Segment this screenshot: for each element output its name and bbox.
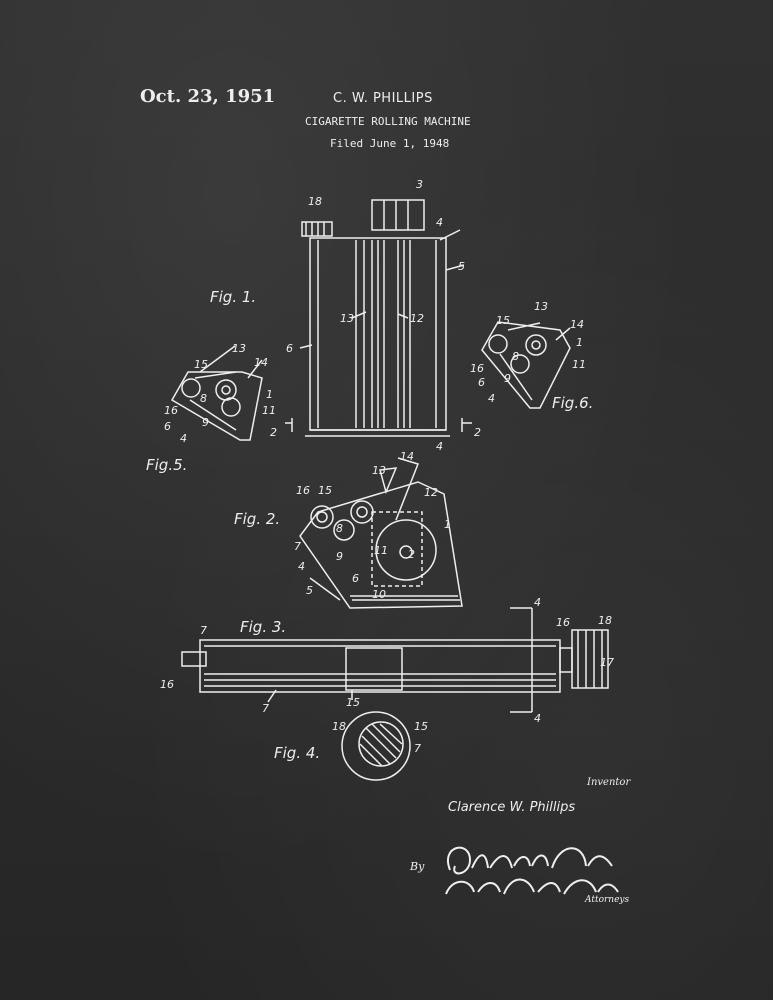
figure-4-drawing xyxy=(341,711,411,781)
patent-title: CIGARETTE ROLLING MACHINE xyxy=(305,115,471,128)
fig-5-label: Fig.5. xyxy=(146,456,187,474)
ref-numeral: 13 xyxy=(232,342,246,355)
ref-numeral: 7 xyxy=(414,742,421,755)
attorneys-label: Attorneys xyxy=(585,895,630,905)
ref-numeral: 15 xyxy=(346,696,360,709)
figure-6-drawing xyxy=(481,321,571,409)
ref-numeral: 4 xyxy=(534,596,541,609)
inventor-caption: Inventor xyxy=(587,777,631,788)
ref-numeral: 9 xyxy=(504,372,511,385)
filed-date: Filed June 1, 1948 xyxy=(330,137,450,150)
attorney-signature xyxy=(445,846,619,895)
ref-numeral: 13 xyxy=(372,464,386,477)
ref-numeral: 4 xyxy=(436,216,443,229)
ref-numeral: 8 xyxy=(512,350,519,363)
ref-numeral: 7 xyxy=(200,624,207,637)
ref-numeral: 9 xyxy=(202,416,209,429)
ref-numeral: 18 xyxy=(308,195,322,208)
ref-numeral: 4 xyxy=(534,712,541,725)
ref-numeral: 15 xyxy=(194,358,208,371)
ref-numeral: 6 xyxy=(164,420,171,433)
ref-numeral: 12 xyxy=(424,486,438,499)
fig-4-label: Fig. 4. xyxy=(274,744,320,762)
ref-numeral: 4 xyxy=(298,560,305,573)
inventor-name: C. W. PHILLIPS xyxy=(333,91,433,106)
ref-numeral: 9 xyxy=(336,550,343,563)
ref-numeral: 4 xyxy=(180,432,187,445)
figure-3-drawing xyxy=(181,607,609,713)
ref-numeral: 1 xyxy=(444,518,451,531)
ref-numeral: 16 xyxy=(164,404,178,417)
fig-6-label: Fig.6. xyxy=(552,394,593,412)
ref-numeral: 6 xyxy=(286,342,293,355)
fig-2-label: Fig. 2. xyxy=(234,510,280,528)
ref-numeral: 5 xyxy=(306,584,313,597)
ref-numeral: 16 xyxy=(160,678,174,691)
ref-numeral: 12 xyxy=(410,312,424,325)
ref-numeral: 2 xyxy=(474,426,481,439)
ref-numeral: 1 xyxy=(576,336,583,349)
by-label: By xyxy=(410,860,425,873)
figure-5-drawing xyxy=(170,345,263,441)
ref-numeral: 17 xyxy=(600,656,614,669)
ref-numeral: 16 xyxy=(296,484,310,497)
fig-1-label: Fig. 1. xyxy=(210,288,256,306)
ref-numeral: 2 xyxy=(270,426,277,439)
ref-numeral: 15 xyxy=(496,314,510,327)
ref-numeral: 2 xyxy=(408,548,415,561)
ref-numeral: 3 xyxy=(416,178,423,191)
ref-numeral: 8 xyxy=(336,522,343,535)
ref-numeral: 13 xyxy=(340,312,354,325)
ref-numeral: 13 xyxy=(534,300,548,313)
ref-numeral: 18 xyxy=(598,614,612,627)
ref-numeral: 5 xyxy=(458,260,465,273)
ref-numeral: 15 xyxy=(414,720,428,733)
ref-numeral: 14 xyxy=(254,356,268,369)
ref-numeral: 14 xyxy=(570,318,584,331)
ref-numeral: 4 xyxy=(436,440,443,453)
ref-numeral: 10 xyxy=(372,588,386,601)
patent-date: Oct. 23, 1951 xyxy=(140,86,276,107)
ref-numeral: 6 xyxy=(352,572,359,585)
ref-numeral: 7 xyxy=(294,540,301,553)
ref-numeral: 16 xyxy=(470,362,484,375)
ref-numeral: 1 xyxy=(266,388,273,401)
ref-numeral: 11 xyxy=(374,544,388,557)
ref-numeral: 14 xyxy=(400,450,414,463)
ref-numeral: 16 xyxy=(556,616,570,629)
ref-numeral: 4 xyxy=(488,392,495,405)
figure-1-drawing xyxy=(285,199,472,437)
ref-numeral: 7 xyxy=(262,702,269,715)
ref-numeral: 15 xyxy=(318,484,332,497)
ref-numeral: 18 xyxy=(332,720,346,733)
ref-numeral: 11 xyxy=(262,404,276,417)
fig-3-label: Fig. 3. xyxy=(240,618,286,636)
figure-2-drawing xyxy=(299,457,463,609)
inventor-signature: Clarence W. Phillips xyxy=(448,800,576,815)
ref-numeral: 11 xyxy=(572,358,586,371)
ref-numeral: 8 xyxy=(200,392,207,405)
ref-numeral: 6 xyxy=(478,376,485,389)
